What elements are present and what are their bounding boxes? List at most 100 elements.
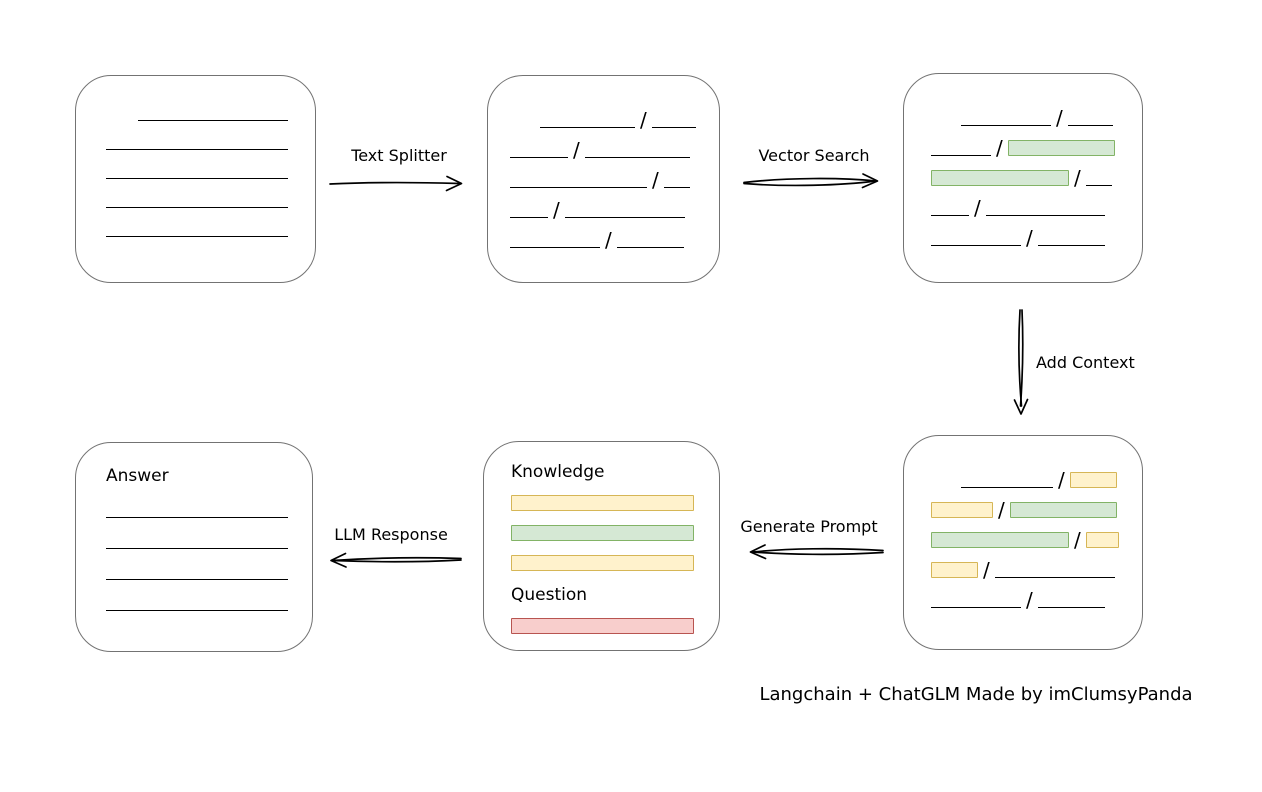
- yellow-highlight-chip: [931, 502, 993, 518]
- text-line: [931, 607, 1021, 608]
- add-context-arrow-down-icon: [1013, 309, 1029, 415]
- text-splitter-arrow-right-icon: [329, 175, 463, 192]
- text-line: [106, 178, 288, 179]
- vector-search-label: Vector Search: [758, 146, 870, 165]
- text-line: [931, 215, 969, 216]
- text-line: [651, 127, 696, 128]
- chunk-row: /: [931, 156, 1142, 190]
- llm-response-arrow-left-icon: [330, 552, 462, 568]
- chunk-row: /: [931, 96, 1142, 130]
- separator-slash: /: [998, 498, 1005, 522]
- separator-slash: /: [1056, 106, 1063, 130]
- answer-label: Answer: [106, 466, 169, 486]
- text-line: [106, 579, 288, 580]
- red-question-bar: [511, 618, 694, 634]
- text-line: [138, 120, 288, 121]
- vector-result-rows: / / / / /: [904, 74, 1142, 250]
- separator-slash: /: [1026, 226, 1033, 250]
- text-line: [106, 207, 288, 208]
- text-line: [510, 157, 568, 158]
- separator-slash: /: [1074, 166, 1081, 190]
- separator-slash: /: [605, 228, 612, 252]
- context-result-node: / / / / /: [903, 435, 1143, 650]
- document-node: [75, 75, 316, 283]
- text-line: [1037, 245, 1105, 246]
- yellow-knowledge-bar: [511, 555, 694, 571]
- question-bars: [511, 618, 719, 634]
- yellow-knowledge-bar: [511, 495, 694, 511]
- text-line: [106, 149, 288, 150]
- text-line: [994, 577, 1115, 578]
- chunk-row: /: [510, 128, 719, 162]
- chunk-row: /: [931, 458, 1142, 492]
- separator-slash: /: [652, 168, 659, 192]
- chunk-row: /: [931, 548, 1142, 582]
- chunk-row: /: [931, 488, 1142, 522]
- answer-text-lines: [106, 517, 312, 611]
- text-line: [106, 610, 288, 611]
- text-chunks-node: / / / / /: [487, 75, 720, 283]
- chunk-row: /: [931, 186, 1142, 220]
- separator-slash: /: [553, 198, 560, 222]
- knowledge-label: Knowledge: [511, 462, 605, 482]
- prompt-content: Knowledge Question: [484, 442, 719, 634]
- context-result-rows: / / / / /: [904, 436, 1142, 612]
- text-line: [540, 127, 635, 128]
- separator-slash: /: [573, 138, 580, 162]
- text-line: [616, 247, 684, 248]
- answer-content: Answer: [76, 443, 312, 611]
- chunk-row: /: [931, 216, 1142, 250]
- credit-caption: Langchain + ChatGLM Made by imClumsyPand…: [759, 684, 1193, 705]
- text-line: [584, 157, 690, 158]
- chunk-row: /: [931, 578, 1142, 612]
- text-line: [510, 217, 548, 218]
- separator-slash: /: [974, 196, 981, 220]
- text-line: [564, 217, 685, 218]
- prompt-node: Knowledge Question: [483, 441, 720, 651]
- separator-slash: /: [996, 136, 1003, 160]
- answer-node: Answer: [75, 442, 313, 652]
- chunk-row: /: [510, 158, 719, 192]
- generate-prompt-arrow-left-icon: [749, 544, 884, 560]
- text-line: [106, 517, 288, 518]
- chunk-row: /: [931, 126, 1142, 160]
- chunk-row: /: [510, 188, 719, 222]
- separator-slash: /: [1074, 528, 1081, 552]
- text-splitter-label: Text Splitter: [351, 146, 447, 165]
- text-line: [106, 548, 288, 549]
- chunk-rows: / / / / /: [488, 76, 719, 252]
- yellow-highlight-chip: [931, 562, 978, 578]
- llm-response-label: LLM Response: [334, 525, 448, 544]
- generate-prompt-label: Generate Prompt: [740, 517, 878, 536]
- text-line: [931, 245, 1021, 246]
- text-line: [663, 187, 690, 188]
- green-highlight-chip: [931, 532, 1069, 548]
- separator-slash: /: [1058, 468, 1065, 492]
- text-line: [510, 187, 647, 188]
- yellow-highlight-chip: [1085, 532, 1119, 548]
- add-context-label: Add Context: [1036, 353, 1135, 372]
- green-highlight-chip: [931, 170, 1069, 186]
- text-line: [1067, 125, 1113, 126]
- chunk-row: /: [931, 518, 1142, 552]
- chunk-row: /: [510, 218, 719, 252]
- text-line: [510, 247, 600, 248]
- text-line: [1037, 607, 1105, 608]
- text-line: [106, 236, 288, 237]
- green-highlight-chip: [1007, 140, 1115, 156]
- yellow-highlight-chip: [1069, 472, 1117, 488]
- chunk-row: /: [510, 98, 719, 132]
- text-line: [961, 487, 1053, 488]
- document-text-lines: [76, 76, 315, 237]
- text-line: [1085, 185, 1112, 186]
- text-line: [931, 155, 991, 156]
- text-line: [985, 215, 1105, 216]
- separator-slash: /: [640, 108, 647, 132]
- separator-slash: /: [983, 558, 990, 582]
- knowledge-bars: [511, 495, 719, 571]
- green-highlight-chip: [1009, 502, 1117, 518]
- question-label: Question: [511, 585, 588, 605]
- separator-slash: /: [1026, 588, 1033, 612]
- vector-search-arrow-right-icon: [743, 173, 879, 189]
